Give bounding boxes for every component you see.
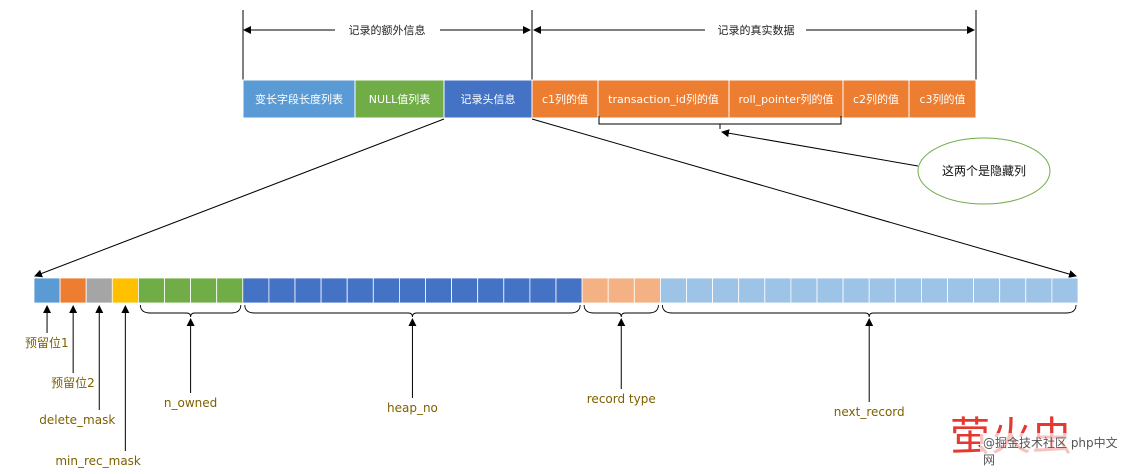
bit-cell-next-record [868, 277, 896, 304]
callout-bubble [917, 137, 1051, 205]
bit-cell-next-record [947, 277, 975, 304]
bit-cell-heap-no [529, 277, 557, 304]
bracket-next-record [661, 304, 1077, 318]
segment-c2 [842, 79, 910, 119]
hidden-columns-brace [598, 116, 842, 129]
callout-text: 这两个是隐藏列 [942, 163, 1026, 178]
segment-label-var-len: 变长字段长度列表 [255, 92, 343, 106]
bit-cell-next-record [921, 277, 948, 304]
expand-line-left [34, 118, 445, 278]
bit-cell-n-owned [164, 277, 192, 304]
segment-c3 [908, 79, 977, 119]
bit-cell-next-record [973, 277, 1001, 304]
bit-cell-next-record [764, 277, 792, 304]
bit-cell-heap-no [372, 277, 400, 304]
label-heap-no: heap_no [387, 401, 438, 415]
bit-cell-delete-mask [85, 277, 113, 304]
label-next-record: next_record [834, 405, 905, 419]
bit-group-labels: 预留位1 预留位2 delete_mask min_rec_mask n_owned he… [25, 305, 905, 468]
bit-cell-heap-no [242, 277, 270, 304]
segment-label-c1: c1列的值 [542, 92, 588, 106]
label-reserved2: 预留位2 [51, 375, 95, 390]
bit-cell-heap-no [268, 277, 296, 304]
bit-cell-heap-no [346, 277, 374, 304]
bit-cell-min-rec-mask [111, 277, 139, 304]
bit-cell-n-owned [190, 277, 218, 304]
segment-var-len [242, 79, 356, 119]
label-n-owned: n_owned [164, 396, 217, 410]
bit-cell-heap-no [294, 277, 322, 304]
bit-cell-next-record [1051, 277, 1079, 304]
bit-cell-next-record [660, 277, 687, 304]
bit-cell-reserved1 [33, 277, 61, 304]
bracket-n-owned [139, 304, 242, 318]
bit-cell-n-owned [137, 277, 165, 304]
extra-info-label: 记录的额外信息 [349, 23, 426, 37]
segment-label-null-list: NULL值列表 [369, 92, 431, 106]
bit-cell-next-record [790, 277, 818, 304]
bit-cell-next-record [842, 277, 870, 304]
segment-label-header-info: 记录头信息 [461, 92, 516, 106]
bit-cell-next-record [816, 277, 844, 304]
bit-cell-next-record [1025, 277, 1053, 304]
bit-cell-next-record [894, 277, 922, 304]
segment-label-c2: c2列的值 [853, 92, 899, 106]
bit-cell-next-record [999, 277, 1027, 304]
bit-cell-next-record [686, 277, 714, 304]
segment-label-roll-ptr: roll_pointer列的值 [739, 92, 834, 106]
callout-pointer [721, 129, 919, 167]
header-bits-row [33, 277, 1079, 304]
bit-cell-heap-no [451, 277, 479, 304]
bit-cell-record-type [633, 277, 661, 304]
label-delete-mask: delete_mask [39, 413, 115, 427]
bit-cell-reserved2 [59, 277, 87, 304]
bracket-heap-no [244, 304, 581, 318]
watermark-caption: @掘金技术社区 php中文网 [980, 433, 1121, 469]
bit-cell-heap-no [503, 277, 531, 304]
label-min-rec-mask: min_rec_mask [55, 454, 141, 468]
record-segments-row: 变长字段长度列表 NULL值列表 记录头信息 c1列的值 transaction_id列… [242, 79, 977, 119]
bracket-record-type [583, 304, 659, 318]
segment-roll-ptr [728, 79, 844, 119]
bit-cell-heap-no [477, 277, 505, 304]
bit-cell-record-type [607, 277, 635, 304]
segment-label-trx-id: transaction_id列的值 [608, 92, 719, 106]
bit-cell-heap-no [398, 277, 426, 304]
label-record-type: record type [587, 392, 656, 406]
label-reserved1: 预留位1 [25, 335, 69, 350]
bit-cell-next-record [738, 277, 766, 304]
bit-cell-record-type [581, 277, 609, 304]
bit-cell-n-owned [216, 277, 244, 304]
bit-cell-next-record [712, 277, 740, 304]
bit-cell-heap-no [425, 277, 453, 304]
expand-line-right [531, 118, 1077, 278]
bit-cell-heap-no [320, 277, 348, 304]
segment-null-list [354, 79, 445, 119]
bit-cell-heap-no [555, 277, 583, 304]
segment-label-c3: c3列的值 [919, 92, 965, 106]
real-data-label: 记录的真实数据 [718, 23, 795, 37]
bit-group-brackets [139, 304, 1077, 318]
